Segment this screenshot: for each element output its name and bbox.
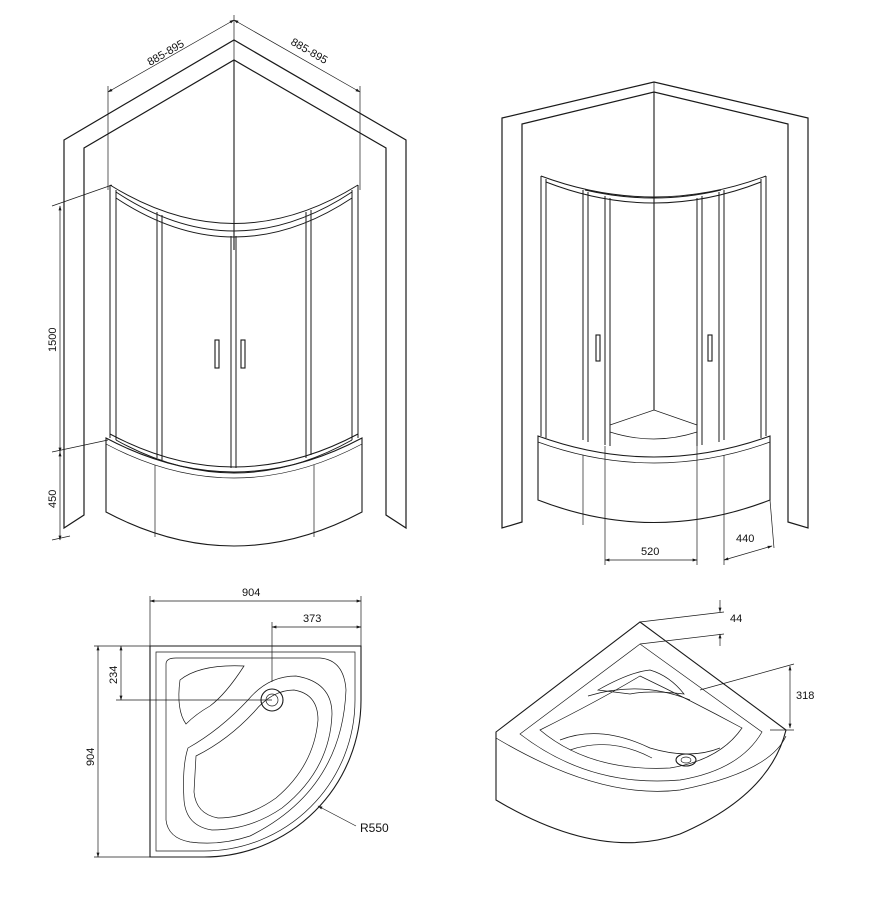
drain-iso-outer	[675, 753, 697, 767]
tray-outline	[149, 645, 362, 858]
view-tray-plan: 904 373 904 234	[85, 587, 389, 858]
door-handle-right	[240, 339, 246, 369]
label-tray-depth: 904	[85, 748, 97, 766]
dim-seat-height: 318	[699, 663, 814, 731]
cabin-frame-open	[540, 175, 767, 446]
dim-tray-width: 904	[149, 587, 362, 646]
label-height-cabin: 1500	[47, 328, 59, 352]
dim-tray-depth: 904	[85, 645, 150, 858]
view-tray-iso: 44 318	[495, 600, 814, 844]
view-open-cabin: 520 440	[501, 81, 809, 565]
dim-rim-height: 44	[639, 600, 742, 646]
label-radius: R550	[360, 821, 389, 835]
dim-height-tray: 450	[47, 451, 71, 541]
label-door-opening: 520	[641, 546, 659, 558]
label-drain-y: 234	[108, 666, 120, 684]
dim-radius: R550	[317, 805, 389, 835]
drain-iso-inner	[680, 756, 692, 764]
label-width-right: 885-895	[289, 36, 330, 67]
view-closed-cabin: 885-895 885-895 1500 450	[47, 15, 407, 547]
label-rim-height: 44	[730, 613, 742, 625]
corner-walls-open	[501, 81, 809, 529]
label-tray-width: 904	[242, 587, 260, 599]
drain-inner	[265, 693, 279, 707]
label-drain-x: 373	[303, 613, 321, 625]
tray-iso-body	[495, 621, 787, 844]
label-width-left: 885-895	[146, 38, 187, 69]
label-height-tray: 450	[47, 490, 59, 508]
tray-open	[537, 435, 771, 525]
cabin-frame	[109, 184, 359, 474]
door-handle-open-left	[595, 334, 601, 362]
tray-front	[105, 437, 363, 547]
dim-drain-y: 234	[108, 645, 272, 701]
drain-outer	[260, 688, 284, 712]
label-seat-height: 318	[796, 690, 814, 702]
door-handle-left	[214, 339, 220, 369]
label-side-offset: 440	[736, 533, 754, 545]
dim-side-offset: 440	[723, 499, 775, 565]
dim-door-opening: 520	[604, 446, 698, 565]
dim-height-cabin: 1500	[47, 184, 113, 453]
dim-drain-x: 373	[271, 613, 362, 682]
corner-walls	[63, 39, 407, 530]
door-handle-open-right	[707, 334, 713, 362]
